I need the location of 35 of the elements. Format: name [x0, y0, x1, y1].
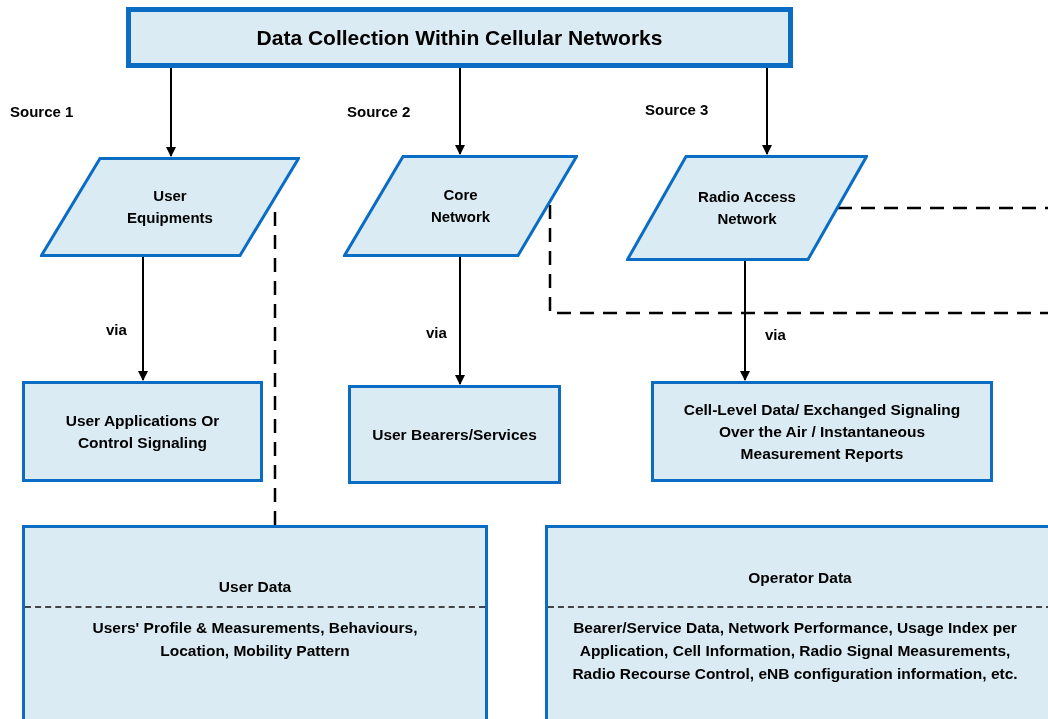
data-source-parallelogram: [626, 155, 868, 261]
process-box: [651, 381, 993, 482]
arrow: [740, 260, 750, 381]
box-text: User Bearers/Services: [372, 424, 537, 445]
source-label: Source 3: [645, 101, 709, 119]
edge-label: via: [765, 326, 786, 344]
category-heading: Operator Data: [748, 568, 852, 589]
data-category-box: [545, 525, 1048, 719]
process-box: [22, 381, 263, 482]
dashed-connector: [548, 205, 1048, 315]
process-box: [348, 385, 561, 484]
data-source-parallelogram: [343, 155, 578, 257]
data-category-box: [22, 525, 488, 719]
arrow: [138, 256, 148, 381]
source-label: Source 1: [10, 103, 74, 121]
box-text: Cell-Level Data/ Exchanged Signaling Over the Air / Instantaneous Measurement Reports: [682, 399, 962, 464]
source-name: Core Network: [429, 185, 492, 227]
source-name: Radio Access Network: [697, 187, 797, 229]
category-heading: User Data: [218, 577, 292, 598]
arrow: [762, 67, 772, 155]
arrow: [455, 256, 465, 385]
dashed-connector: [838, 206, 1048, 210]
box-text: User Applications Or Control Signaling: [64, 410, 221, 453]
arrow: [166, 67, 176, 157]
title-text: Data Collection Within Cellular Networks: [256, 24, 663, 51]
arrow: [455, 67, 465, 155]
edge-label: via: [106, 321, 127, 339]
data-source-parallelogram: [40, 157, 300, 257]
source-label: Source 2: [347, 103, 411, 121]
title-box: [126, 7, 793, 68]
category-description: Users' Profile & Measurements, Behaviours, Location, Mobility Pattern: [91, 618, 419, 661]
category-description: Bearer/Service Data, Network Performance, Usage Index per Application, Cell Information, Radio Signal Measurements, Radio Recourse Control, eNB configuration information, etc.: [571, 618, 1019, 684]
dashed-connector: [273, 212, 277, 525]
source-name: User Equipments: [126, 186, 214, 228]
edge-label: via: [426, 324, 447, 342]
